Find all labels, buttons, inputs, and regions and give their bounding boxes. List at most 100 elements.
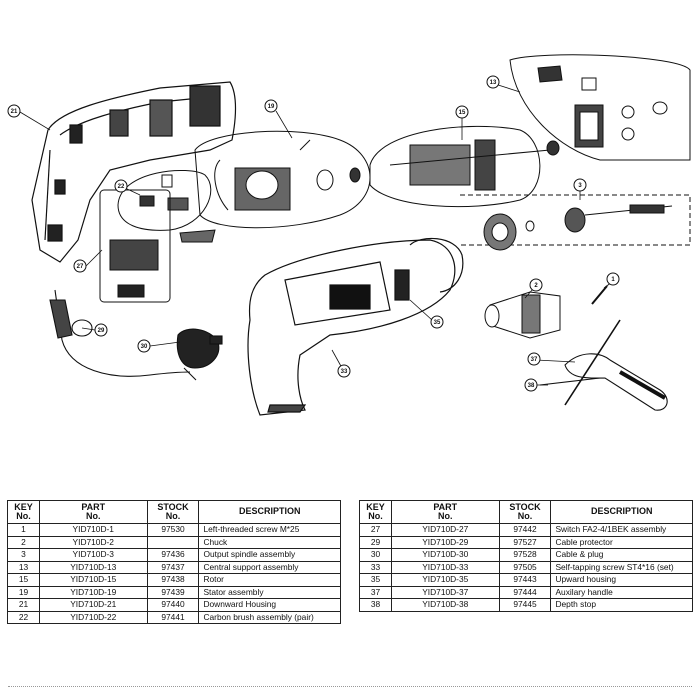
- switch-assembly-drawing: [99, 189, 216, 303]
- stator-group-drawing: [194, 130, 371, 229]
- cell-description: Cable protector: [550, 535, 693, 549]
- carbon-brush-group-drawing: [117, 170, 212, 231]
- cell-part: YID710D-3: [38, 548, 148, 562]
- cell-part: YID710D-37: [390, 585, 500, 599]
- header-description: DESCRIPTION: [550, 500, 693, 524]
- cell-part: YID710D-33: [390, 560, 500, 574]
- cell-description: Carbon brush assembly (pair): [198, 610, 341, 624]
- cell-description: Rotor: [198, 573, 341, 587]
- cell-stock: 97440: [146, 598, 200, 612]
- callout-2: 2: [529, 278, 543, 292]
- callout-22: 22: [114, 179, 128, 193]
- cell-stock: 97439: [146, 585, 200, 599]
- cell-stock: 97505: [498, 560, 552, 574]
- rotor-group-drawing: [369, 125, 560, 208]
- cell-key: 15: [7, 573, 40, 587]
- header-description: DESCRIPTION: [198, 500, 341, 524]
- cell-key: 30: [359, 548, 392, 562]
- cell-key: 38: [359, 598, 392, 612]
- callout-1: 1: [606, 272, 620, 286]
- callout-3: 3: [573, 178, 587, 192]
- cell-description: Auxilary handle: [550, 585, 693, 599]
- cell-description: Chuck: [198, 535, 341, 549]
- cell-key: 29: [359, 535, 392, 549]
- downward-housing-drawing: [31, 81, 237, 263]
- cell-stock: 97442: [498, 523, 552, 537]
- leader-lines: [19, 83, 613, 386]
- upward-housing-drawing: [247, 237, 464, 416]
- callout-30: 30: [137, 339, 151, 353]
- cell-key: 22: [7, 610, 40, 624]
- callout-37-label: 37: [531, 357, 538, 363]
- cell-description: Stator assembly: [198, 585, 341, 599]
- cell-part: YID710D-22: [38, 610, 148, 624]
- cell-part: YID710D-19: [38, 585, 148, 599]
- cell-part: YID710D-38: [390, 598, 500, 612]
- callout-35-label: 35: [434, 320, 441, 326]
- callout-30-label: 30: [141, 344, 148, 350]
- cell-description: Central support assembly: [198, 560, 341, 574]
- cell-stock: [146, 535, 200, 549]
- cell-stock: 97527: [498, 535, 552, 549]
- callout-29-label: 29: [98, 328, 105, 334]
- cell-part: YID710D-15: [38, 573, 148, 587]
- cell-description: Switch FA2-4/1BEK assembly: [550, 523, 693, 537]
- callout-38-label: 38: [528, 383, 535, 389]
- cell-stock: 97437: [146, 560, 200, 574]
- callout-29: 29: [94, 323, 108, 337]
- callout-27: 27: [73, 259, 87, 273]
- callout-2-label: 2: [534, 283, 538, 289]
- screw-drawing: [591, 285, 608, 305]
- cable-and-plug-drawing: [49, 289, 223, 381]
- cell-description: Downward Housing: [198, 598, 341, 612]
- cell-stock: 97445: [498, 598, 552, 612]
- cell-part: YID710D-27: [390, 523, 500, 537]
- callout-15: 15: [455, 105, 469, 119]
- cell-part: YID710D-35: [390, 573, 500, 587]
- cell-key: 27: [359, 523, 392, 537]
- cell-key: 35: [359, 573, 392, 587]
- callout-27-label: 27: [77, 264, 84, 270]
- cell-stock: 97443: [498, 573, 552, 587]
- callout-13-label: 13: [490, 80, 497, 86]
- exploded-parts-diagram: 21 19 22 27 29 30 15 13 3 35 33 2: [7, 54, 691, 416]
- cell-description: Cable & plug: [550, 548, 693, 562]
- cell-key: 3: [7, 548, 40, 562]
- auxiliary-handle-drawing: [539, 319, 668, 411]
- cell-description: Upward housing: [550, 573, 693, 587]
- callout-21: 21: [7, 104, 21, 118]
- callout-38: 38: [524, 378, 538, 392]
- callout-19: 19: [264, 99, 278, 113]
- cell-key: 1: [7, 523, 40, 537]
- callout-22-label: 22: [118, 184, 125, 190]
- cell-stock: 97444: [498, 585, 552, 599]
- cell-stock: 97438: [146, 573, 200, 587]
- callout-35: 35: [430, 315, 444, 329]
- callout-19-label: 19: [268, 104, 275, 110]
- cell-description: Self-tapping screw ST4*16 (set): [550, 560, 693, 574]
- cell-key: 2: [7, 535, 40, 549]
- callout-33: 33: [337, 364, 351, 378]
- cell-key: 21: [7, 598, 40, 612]
- callout-13: 13: [486, 75, 500, 89]
- bottom-dotted-divider: [8, 686, 692, 687]
